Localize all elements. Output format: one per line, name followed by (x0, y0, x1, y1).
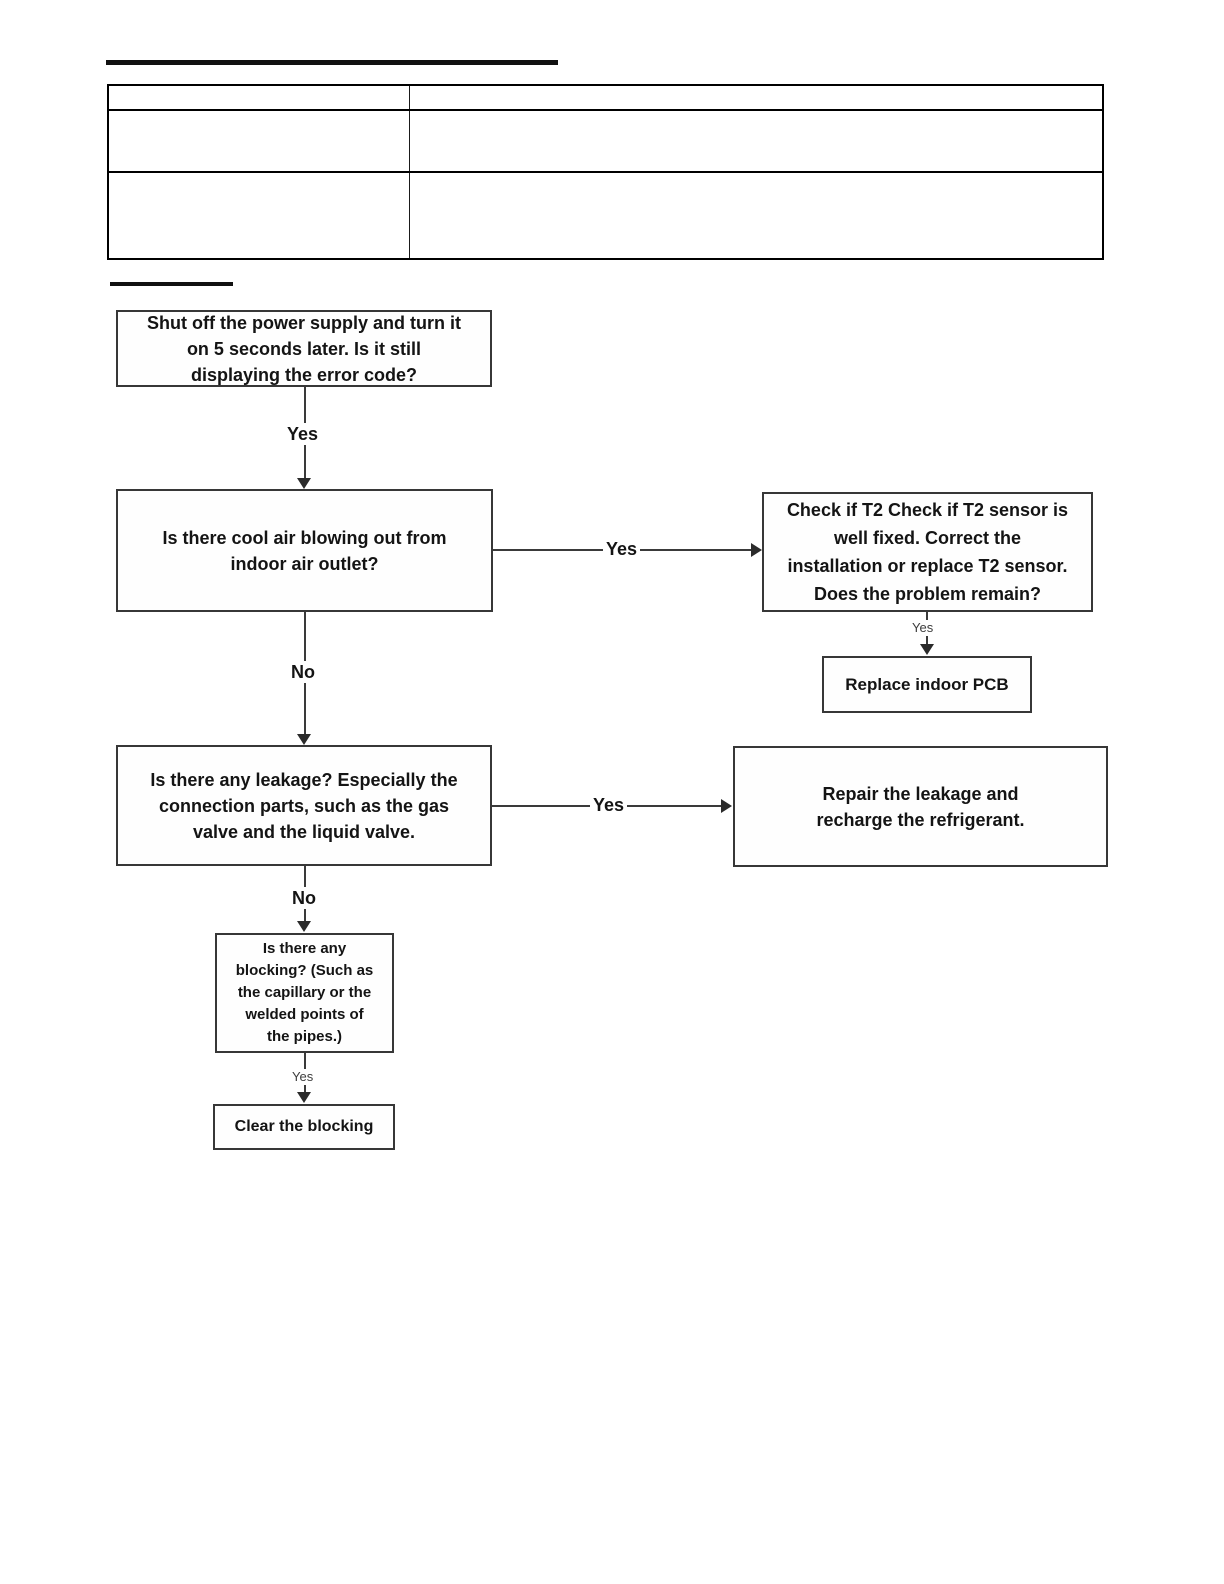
arrow-right-icon (751, 543, 762, 557)
node-clear-blocking: Clear the blocking (213, 1104, 395, 1150)
table-cell (409, 84, 1104, 111)
arrow-down-icon (297, 734, 311, 745)
section-underline (110, 282, 233, 286)
arrow-down-icon (297, 1092, 311, 1103)
label-yes: Yes (284, 423, 322, 445)
node-text: Clear the blocking (234, 1118, 374, 1135)
node-text: Replace indoor PCB (845, 674, 1009, 694)
table-cell (107, 109, 410, 173)
table-row (107, 171, 1104, 260)
table-row (107, 109, 1104, 173)
label-no: No (289, 887, 319, 909)
arrow-down-icon (920, 644, 934, 655)
label-yes-small: Yes (910, 620, 936, 636)
table-cell (409, 171, 1104, 260)
node-replace-indoor-pcb: Replace indoor PCB (822, 656, 1032, 713)
arrow-right-icon (721, 799, 732, 813)
table-cell (107, 171, 410, 260)
label-yes-small: Yes (290, 1069, 316, 1085)
table-cell (107, 84, 410, 111)
label-no: No (288, 661, 318, 683)
table-row (107, 84, 1104, 111)
info-table (107, 84, 1104, 260)
table-cell (409, 109, 1104, 173)
label-yes: Yes (590, 794, 628, 816)
arrow-down-icon (297, 478, 311, 489)
arrow-down-icon (297, 921, 311, 932)
title-underline (106, 60, 558, 65)
label-yes: Yes (603, 538, 641, 560)
